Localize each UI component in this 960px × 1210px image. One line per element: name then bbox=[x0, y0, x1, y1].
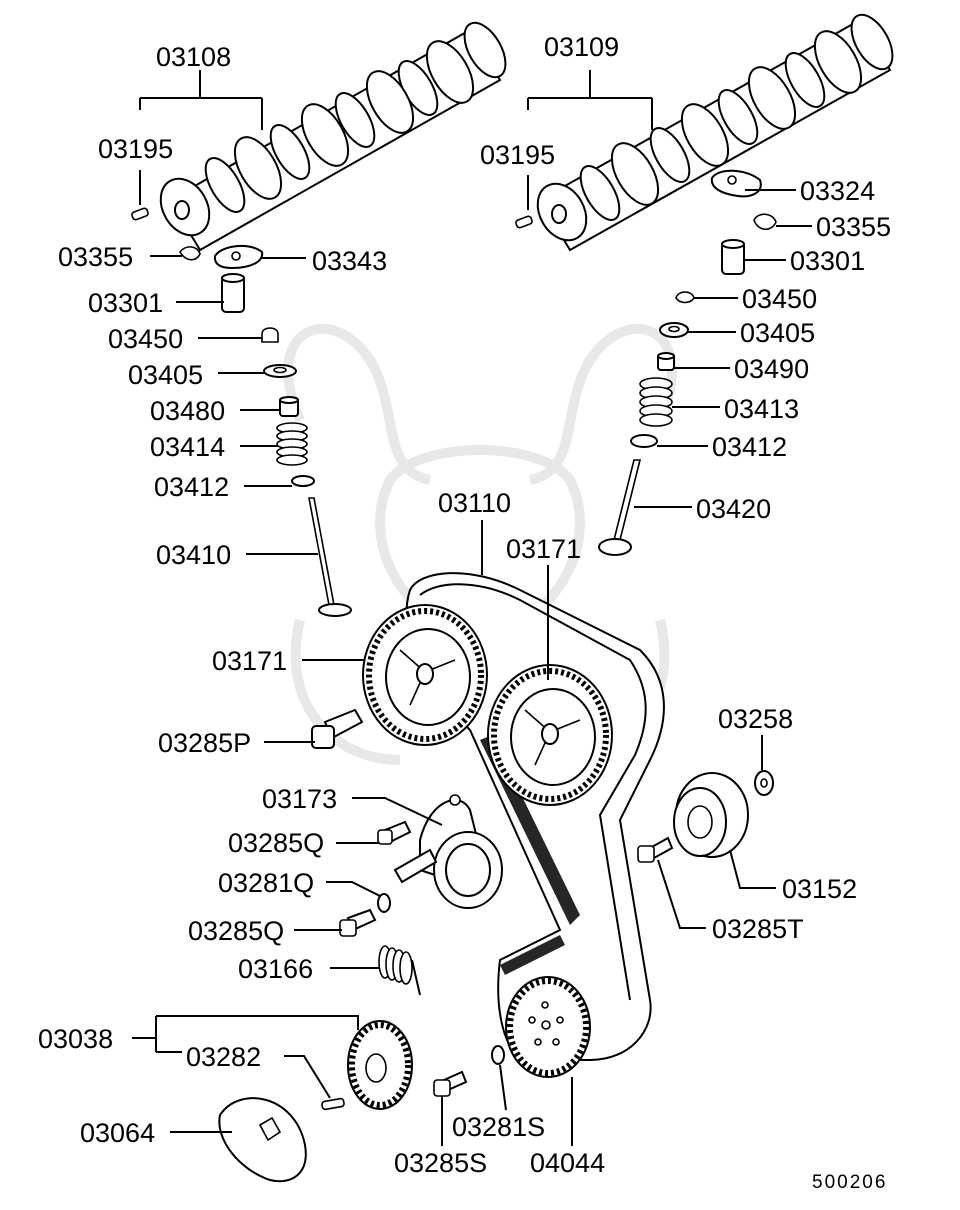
camshaft-pin-left bbox=[131, 207, 149, 221]
spring-seat-right bbox=[630, 434, 658, 448]
label-03450-left: 03450 bbox=[108, 324, 183, 354]
tensioner-spring bbox=[378, 945, 421, 996]
balancer-bolt-s bbox=[433, 1070, 468, 1097]
crankshaft-sprocket bbox=[347, 1020, 413, 1110]
label-03285Q-upper: 03285Q bbox=[228, 828, 324, 858]
label-03301-right: 03301 bbox=[790, 246, 865, 276]
drawing-code: 500206 bbox=[812, 1172, 887, 1193]
crank-angle-sensor-plate bbox=[218, 1097, 307, 1183]
label-03038: 03038 bbox=[38, 1024, 113, 1054]
label-03324: 03324 bbox=[800, 176, 875, 206]
lash-adjuster-left bbox=[221, 273, 245, 313]
label-03109: 03109 bbox=[544, 32, 619, 62]
label-04044: 04044 bbox=[530, 1148, 605, 1178]
label-03258: 03258 bbox=[718, 704, 793, 734]
label-03152: 03152 bbox=[782, 874, 857, 904]
label-03410: 03410 bbox=[156, 540, 231, 570]
label-03282: 03282 bbox=[186, 1042, 261, 1072]
tensioner-bolt-q-upper bbox=[377, 820, 412, 845]
valve-stem-seal-right bbox=[657, 352, 675, 371]
tensioner-washer-q bbox=[377, 893, 391, 913]
rocker-arm-left bbox=[213, 244, 264, 270]
label-03413: 03413 bbox=[724, 394, 799, 424]
label-03405-right: 03405 bbox=[740, 318, 815, 348]
timing-belt-tensioner bbox=[393, 794, 503, 909]
spring-retainer-right bbox=[659, 322, 689, 338]
lash-adjuster-right bbox=[721, 239, 745, 275]
label-03412-right: 03412 bbox=[712, 432, 787, 462]
valve-spring-right bbox=[639, 377, 673, 427]
label-03108: 03108 bbox=[156, 42, 231, 72]
label-03343: 03343 bbox=[312, 246, 387, 276]
valve-spring-left bbox=[276, 422, 308, 466]
label-03171-right: 03171 bbox=[506, 534, 581, 564]
camshaft-left bbox=[159, 21, 507, 252]
balancer-washer bbox=[491, 1045, 505, 1065]
spring-seat-left bbox=[291, 475, 315, 487]
valve-spring-seat-cap-left bbox=[279, 396, 299, 417]
label-03285P: 03285P bbox=[158, 728, 251, 758]
label-03285T: 03285T bbox=[712, 914, 804, 944]
label-03064: 03064 bbox=[80, 1118, 155, 1148]
label-03173: 03173 bbox=[262, 784, 337, 814]
tensioner-bolt-q-lower bbox=[339, 908, 377, 937]
label-03195-left: 03195 bbox=[98, 134, 173, 164]
label-03281Q: 03281Q bbox=[218, 868, 314, 898]
label-03281S: 03281S bbox=[452, 1112, 545, 1142]
idler-pulley bbox=[673, 772, 749, 858]
exhaust-valve-right bbox=[598, 459, 642, 556]
camshaft-right bbox=[536, 13, 894, 252]
label-03355-right: 03355 bbox=[816, 212, 891, 242]
label-03490: 03490 bbox=[734, 354, 809, 384]
label-03285Q-lower: 03285Q bbox=[188, 916, 284, 946]
camshaft-pin-right bbox=[515, 215, 533, 229]
label-03412-left: 03412 bbox=[154, 472, 229, 502]
label-03414: 03414 bbox=[150, 432, 225, 462]
lock-clip-right bbox=[753, 213, 777, 231]
rocker-arm-right bbox=[710, 169, 762, 198]
lock-clip-left bbox=[179, 246, 201, 261]
label-03301-left: 03301 bbox=[88, 288, 163, 318]
label-03171-left: 03171 bbox=[212, 646, 287, 676]
label-03285S: 03285S bbox=[394, 1148, 487, 1178]
label-03195-right: 03195 bbox=[480, 140, 555, 170]
sprocket-bolt-p bbox=[311, 708, 364, 749]
valve-stem-seal-left bbox=[261, 327, 279, 343]
spring-retainer-left bbox=[263, 364, 297, 378]
label-03420: 03420 bbox=[696, 494, 771, 524]
label-03480: 03480 bbox=[150, 396, 225, 426]
intake-valve-left bbox=[308, 497, 352, 617]
part-labels: 03108 03195 03355 03343 03301 03450 0340… bbox=[38, 32, 891, 1193]
label-03355-left: 03355 bbox=[58, 242, 133, 272]
camshaft-sprocket-left bbox=[362, 604, 488, 746]
label-03110: 03110 bbox=[438, 488, 511, 518]
camshaft-sprocket-right bbox=[487, 664, 613, 806]
idler-bolt-t bbox=[637, 836, 674, 863]
leader-lines bbox=[132, 70, 812, 1146]
label-03450-right: 03450 bbox=[742, 284, 817, 314]
label-03166: 03166 bbox=[238, 954, 313, 984]
spring-retainer-clip-right bbox=[675, 291, 695, 304]
balancer-sprocket bbox=[505, 976, 591, 1078]
crank-key bbox=[321, 1097, 345, 1111]
label-03405-left: 03405 bbox=[128, 360, 203, 390]
idler-washer bbox=[754, 770, 774, 796]
